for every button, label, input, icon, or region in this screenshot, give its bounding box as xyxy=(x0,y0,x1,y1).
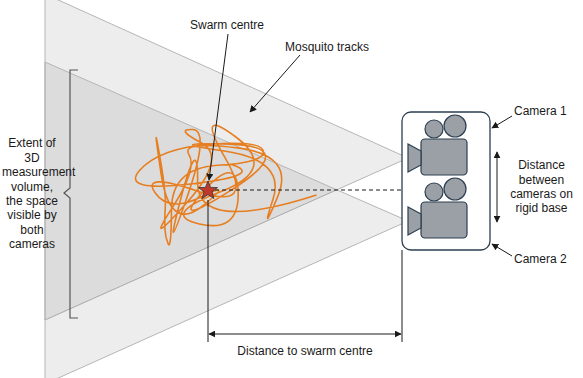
extent-label: Extent of 3D measurement volume, the spa… xyxy=(2,136,62,251)
leader-line xyxy=(250,55,300,112)
callout-label: Camera 2 xyxy=(514,252,580,266)
extension-line xyxy=(402,250,403,342)
camera2-view xyxy=(45,62,408,378)
dimension-label: Distance between cameras on rigid base xyxy=(502,158,581,216)
mosquito-tracks xyxy=(135,125,316,245)
camera-2 xyxy=(408,178,467,238)
leader-line xyxy=(209,34,228,180)
mosquito-track xyxy=(135,125,316,245)
extent-bracket xyxy=(64,70,78,318)
camera-1 xyxy=(408,115,467,175)
dimension-arrow xyxy=(497,152,498,222)
dimension-label: Distance to swarm centre xyxy=(225,344,385,358)
callout-label: Mosquito tracks xyxy=(285,40,395,54)
extension-line xyxy=(208,200,209,342)
swarm-centre-star xyxy=(199,181,218,199)
dimension-arrow xyxy=(209,334,401,335)
callout-label: Camera 1 xyxy=(514,104,580,118)
callout-label: Swarm centre xyxy=(190,18,280,32)
leader-line xyxy=(492,116,512,128)
rigid-base xyxy=(402,112,490,250)
leader-line xyxy=(492,244,512,256)
